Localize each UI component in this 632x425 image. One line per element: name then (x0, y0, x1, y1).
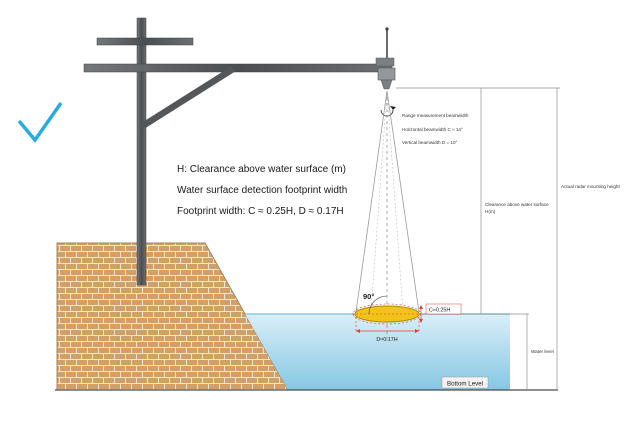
beam-note-vertical: Vertical beamwidth D = 10° (402, 140, 457, 145)
c-arrowhead-top (419, 305, 423, 309)
right-angle-arc (368, 295, 388, 315)
radar-horn (380, 79, 393, 90)
clearance-label-line2: H(m) (485, 209, 496, 214)
c-arrowhead-bottom (419, 319, 423, 323)
mast-top-crossbar (96, 37, 194, 46)
beam-inner-left (370, 90, 388, 313)
angle-90-label: 90° (363, 292, 374, 301)
rotation-arrowhead-icon (390, 106, 396, 110)
checkmark-icon (17, 101, 63, 143)
beam-edge-left (355, 90, 388, 313)
clearance-label-line1: Clearance above water surface (485, 202, 549, 207)
beam-note-horizontal: Horizontal beamwidth C ≈ 14° (402, 127, 463, 132)
mast-pole (136, 17, 147, 286)
footprint-ellipse (354, 305, 420, 323)
footprint-d-label: D≈0.17H (376, 337, 397, 343)
radar-sensor (375, 27, 396, 117)
d-arrowhead-left (356, 329, 360, 333)
footprint-c-label: C≈0.25H (429, 308, 450, 314)
main-note-line1: H: Clearance above water surface (m) (177, 164, 346, 175)
radar-unit-body (377, 67, 396, 81)
c-label-box (425, 303, 462, 315)
red-arrowheads (356, 305, 423, 333)
beam-note-range: Range measurement beamwidth (402, 113, 469, 118)
mast-diagonal-brace (139, 66, 235, 130)
beam-cone (355, 90, 420, 342)
bottom-level-label: Bottom Level (447, 381, 483, 388)
beam-inner-right (386, 90, 404, 313)
beam-edge-right (386, 90, 420, 313)
antenna-tip (385, 27, 389, 31)
main-note-line2: Water surface detection footprint width (177, 185, 347, 196)
mounting-height-label: Actual radar mounting height (561, 184, 620, 189)
water-level-label: Water level (531, 349, 554, 354)
mast-horizontal-arm (83, 63, 393, 73)
water-body (245, 314, 510, 390)
main-note-line3: Footprint width: C ≈ 0.25H, D ≈ 0.17H (177, 206, 344, 217)
d-arrowhead-right (415, 329, 419, 333)
sensor-clamp (375, 57, 395, 67)
bottom-level-chip (441, 376, 489, 389)
